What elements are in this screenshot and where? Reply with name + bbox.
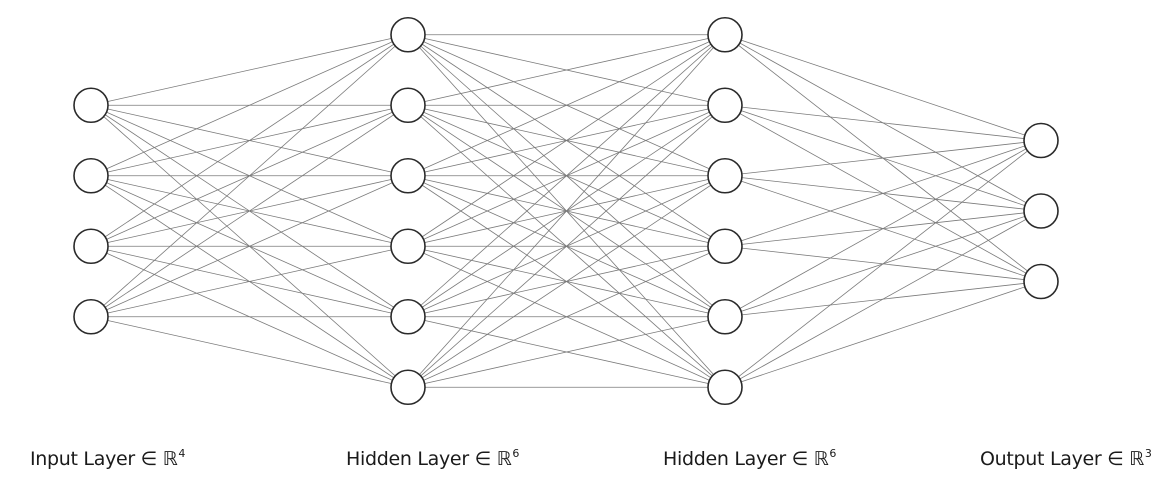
edge-input-1-to-hidden-1-1	[90, 34, 409, 106]
hidden-layer-1-label: Hidden Layer ∈ ℝ6	[346, 447, 519, 470]
hidden-2-neuron-3	[707, 157, 743, 194]
edge-hidden-2-6-to-output-2	[724, 210, 1042, 388]
edge-input-4-to-hidden-1-3	[90, 175, 409, 318]
hidden-layer-1-label-text: Hidden Layer	[346, 448, 469, 470]
edge-hidden-1-6-to-hidden-2-5	[407, 316, 726, 388]
edge-hidden-1-6-to-hidden-2-2	[407, 104, 726, 388]
output-neuron-2	[1023, 193, 1059, 229]
edge-input-4-to-hidden-1-6	[90, 316, 409, 388]
edge-hidden-1-5-to-hidden-2-1	[407, 34, 726, 318]
input-neuron-3	[73, 228, 109, 265]
edge-hidden-1-6-to-hidden-2-4	[407, 245, 726, 388]
output-layer-label-text: Output Layer	[980, 448, 1102, 470]
hidden-2-neuron-4	[707, 228, 743, 265]
hidden-layer-1-set-symbol: ∈ ℝ	[474, 448, 512, 470]
hidden-2-neuron-2	[707, 87, 743, 124]
hidden-2-neuron-5	[707, 298, 743, 335]
hidden-1-neuron-4	[390, 228, 426, 265]
hidden-layer-2-label: Hidden Layer ∈ ℝ6	[663, 447, 836, 470]
output-neuron-1	[1023, 122, 1059, 159]
input-neuron-2	[73, 157, 109, 194]
edge-hidden-1-2-to-hidden-2-1	[407, 34, 726, 106]
connection-edges	[90, 34, 1042, 388]
hidden-2-neuron-6	[707, 369, 743, 406]
input-neuron-1	[73, 87, 109, 124]
edge-hidden-1-6-to-hidden-2-3	[407, 175, 726, 388]
hidden-layer-2-label-text: Hidden Layer	[663, 448, 786, 470]
hidden-1-neuron-3	[390, 157, 426, 194]
edge-hidden-1-6-to-hidden-2-1	[407, 34, 726, 388]
edge-input-3-to-hidden-1-1	[90, 34, 409, 247]
hidden-2-neuron-1	[707, 16, 743, 53]
hidden-1-neuron-1	[390, 16, 426, 53]
neuron-nodes	[73, 16, 1059, 406]
hidden-layer-1-dimension: 6	[512, 447, 520, 460]
output-layer-dimension: 3	[1144, 447, 1152, 460]
output-layer-set-symbol: ∈ ℝ	[1107, 448, 1144, 470]
input-layer-dimension: 4	[178, 447, 186, 460]
input-layer-set-symbol: ∈ ℝ	[140, 448, 178, 470]
edge-input-4-to-hidden-1-4	[90, 245, 409, 318]
edge-hidden-2-1-to-output-1	[724, 34, 1042, 141]
output-neuron-3	[1023, 263, 1059, 300]
edge-hidden-2-3-to-output-1	[724, 140, 1042, 177]
input-neuron-4	[73, 298, 109, 335]
edge-input-2-to-hidden-1-1	[90, 34, 409, 177]
output-layer-label: Output Layer ∈ ℝ3	[980, 447, 1152, 470]
edge-input-4-to-hidden-1-1	[90, 34, 409, 318]
network-graph	[73, 16, 1059, 406]
edge-hidden-2-2-to-output-1	[724, 104, 1042, 141]
input-layer-label: Input Layer ∈ ℝ4	[30, 447, 185, 470]
edge-hidden-2-5-to-output-1	[724, 140, 1042, 318]
input-layer-label-text: Input Layer	[30, 448, 135, 470]
edge-hidden-2-6-to-output-3	[724, 281, 1042, 388]
hidden-1-neuron-2	[390, 87, 426, 124]
edge-hidden-2-4-to-output-1	[724, 140, 1042, 247]
hidden-layer-2-set-symbol: ∈ ℝ	[791, 448, 829, 470]
hidden-1-neuron-6	[390, 369, 426, 406]
hidden-layer-2-dimension: 6	[829, 447, 837, 460]
edge-input-4-to-hidden-1-2	[90, 104, 409, 318]
edge-hidden-1-4-to-hidden-2-1	[407, 34, 726, 247]
edge-hidden-1-3-to-hidden-2-1	[407, 34, 726, 177]
hidden-1-neuron-5	[390, 298, 426, 335]
edge-hidden-2-6-to-output-1	[724, 140, 1042, 388]
